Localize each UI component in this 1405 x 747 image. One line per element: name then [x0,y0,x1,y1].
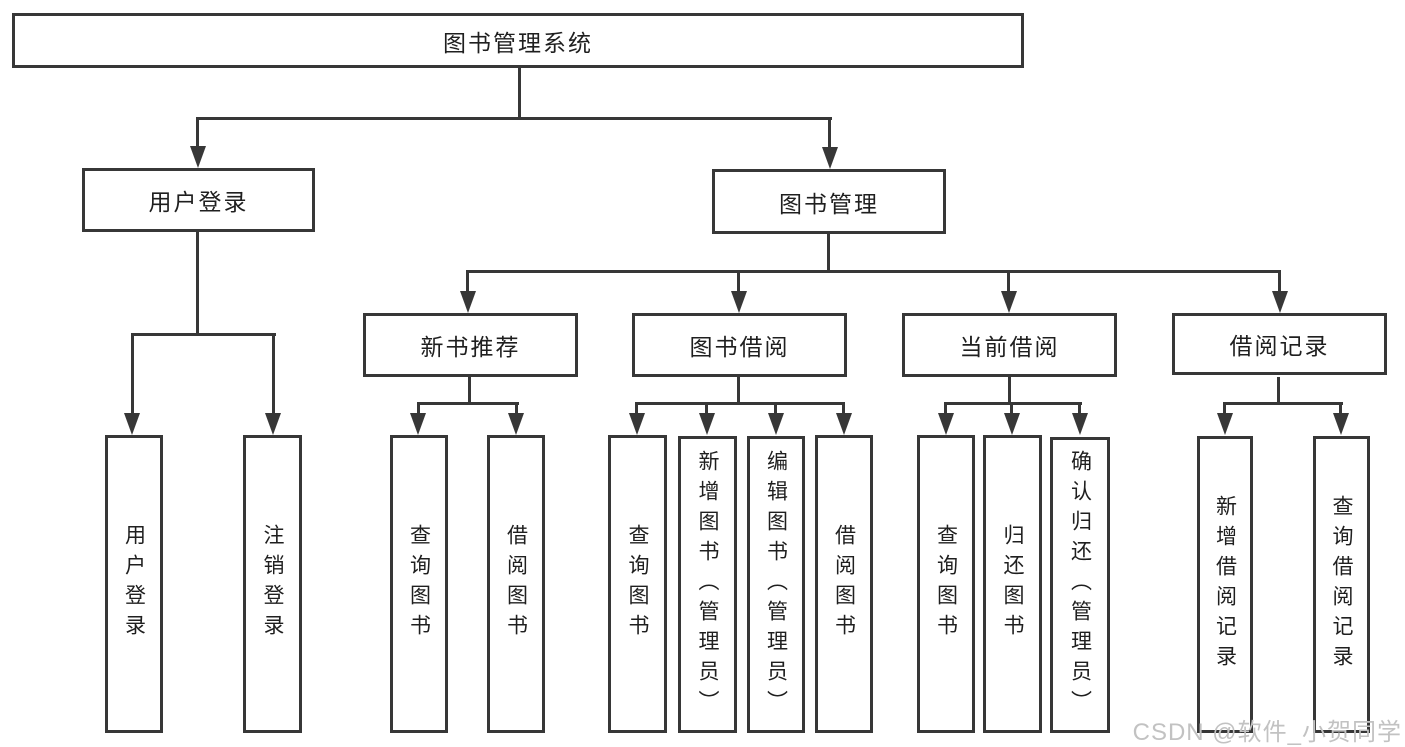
node-label: 图书管理系统 [443,29,593,56]
node-label: 用户登录 [148,189,249,215]
node-book-management: 图书管理 [712,169,946,234]
arrow-down-icon [508,413,524,435]
arrow-down-icon [731,291,747,313]
leaf-confirm-return-admin: 确认归还（管理员） [1050,437,1110,733]
connector-line [1010,402,1013,415]
leaf-return-books: 归还图书 [983,435,1042,733]
watermark-text: CSDN @软件_小贺同学 [1132,719,1402,746]
connector-line [1078,402,1081,415]
leaf-edit-books-admin: 编辑图书（管理员） [747,436,805,733]
arrow-down-icon [699,413,715,435]
node-label: 借阅图书 [832,524,856,644]
leaf-borrow-books-1: 借阅图书 [487,435,545,733]
connector-line [466,270,469,293]
connector-line [417,402,420,415]
connector-line [1223,402,1343,405]
connector-line [944,402,1082,405]
leaf-query-borrow-record: 查询借阅记录 [1313,436,1370,733]
connector-line [842,402,845,415]
arrow-down-icon [1004,413,1020,435]
connector-line [1277,377,1280,405]
leaf-query-books-1: 查询图书 [390,435,448,733]
arrow-down-icon [1333,413,1349,435]
connector-line [737,377,740,405]
arrow-down-icon [938,413,954,435]
arrow-down-icon [822,147,838,169]
connector-line [635,402,845,405]
connector-line [774,402,777,415]
node-label: 图书借阅 [689,334,790,360]
connector-line [1008,377,1011,405]
connector-line [705,402,708,415]
leaf-query-books-3: 查询图书 [917,435,975,733]
leaf-add-borrow-record: 新增借阅记录 [1197,436,1253,733]
connector-line [1007,270,1010,293]
node-label: 查询图书 [407,524,431,644]
connector-line [518,68,521,119]
connector-line [827,234,830,272]
arrow-down-icon [124,413,140,435]
connector-line [1278,270,1281,293]
arrow-down-icon [190,146,206,168]
node-label: 当前借阅 [959,334,1060,360]
connector-line [1223,402,1226,415]
node-library-system: 图书管理系统 [12,13,1024,68]
leaf-query-books-2: 查询图书 [608,435,667,733]
arrow-down-icon [836,413,852,435]
node-label: 确认归还（管理员） [1068,450,1092,720]
connector-line [828,117,831,149]
node-label: 新增借阅记录 [1213,494,1237,675]
arrow-down-icon [460,291,476,313]
arrow-down-icon [1217,413,1233,435]
connector-line [944,402,947,415]
node-label: 查询图书 [934,524,958,644]
node-label: 查询借阅记录 [1330,494,1353,675]
arrow-down-icon [629,413,645,435]
connector-line [196,117,199,148]
connector-line [131,333,134,415]
leaf-user-login: 用户登录 [105,435,163,733]
arrow-down-icon [768,413,784,435]
connector-line [417,402,519,405]
leaf-add-books-admin: 新增图书（管理员） [678,436,737,733]
connector-line [468,377,471,405]
node-book-borrowing: 图书借阅 [632,313,847,377]
connector-line [737,270,740,293]
node-label: 编辑图书（管理员） [764,449,788,720]
node-label: 图书管理 [779,190,879,217]
connector-line [635,402,638,415]
node-new-book-recommend: 新书推荐 [363,313,578,377]
leaf-borrow-books-2: 借阅图书 [815,435,873,733]
node-current-borrowing: 当前借阅 [902,313,1117,377]
node-label: 查询图书 [626,524,649,644]
connector-line [131,333,276,336]
connector-line [272,333,275,415]
arrow-down-icon [1001,291,1017,313]
connector-line [515,402,518,415]
leaf-logout: 注销登录 [243,435,302,733]
node-label: 新增图书（管理员） [696,449,719,720]
connector-line [1339,402,1342,415]
node-label: 注销登录 [261,524,284,644]
node-user-login: 用户登录 [82,168,315,232]
arrow-down-icon [265,413,281,435]
node-label: 新书推荐 [420,334,521,360]
arrow-down-icon [410,413,426,435]
node-label: 借阅记录 [1229,333,1330,359]
connector-line [196,117,832,120]
arrow-down-icon [1072,413,1088,435]
node-label: 用户登录 [122,524,146,644]
node-label: 借阅图书 [504,524,528,644]
node-borrow-records: 借阅记录 [1172,313,1387,375]
connector-line [466,270,1281,273]
connector-line [196,232,199,335]
arrow-down-icon [1272,291,1288,313]
node-label: 归还图书 [1001,524,1024,644]
